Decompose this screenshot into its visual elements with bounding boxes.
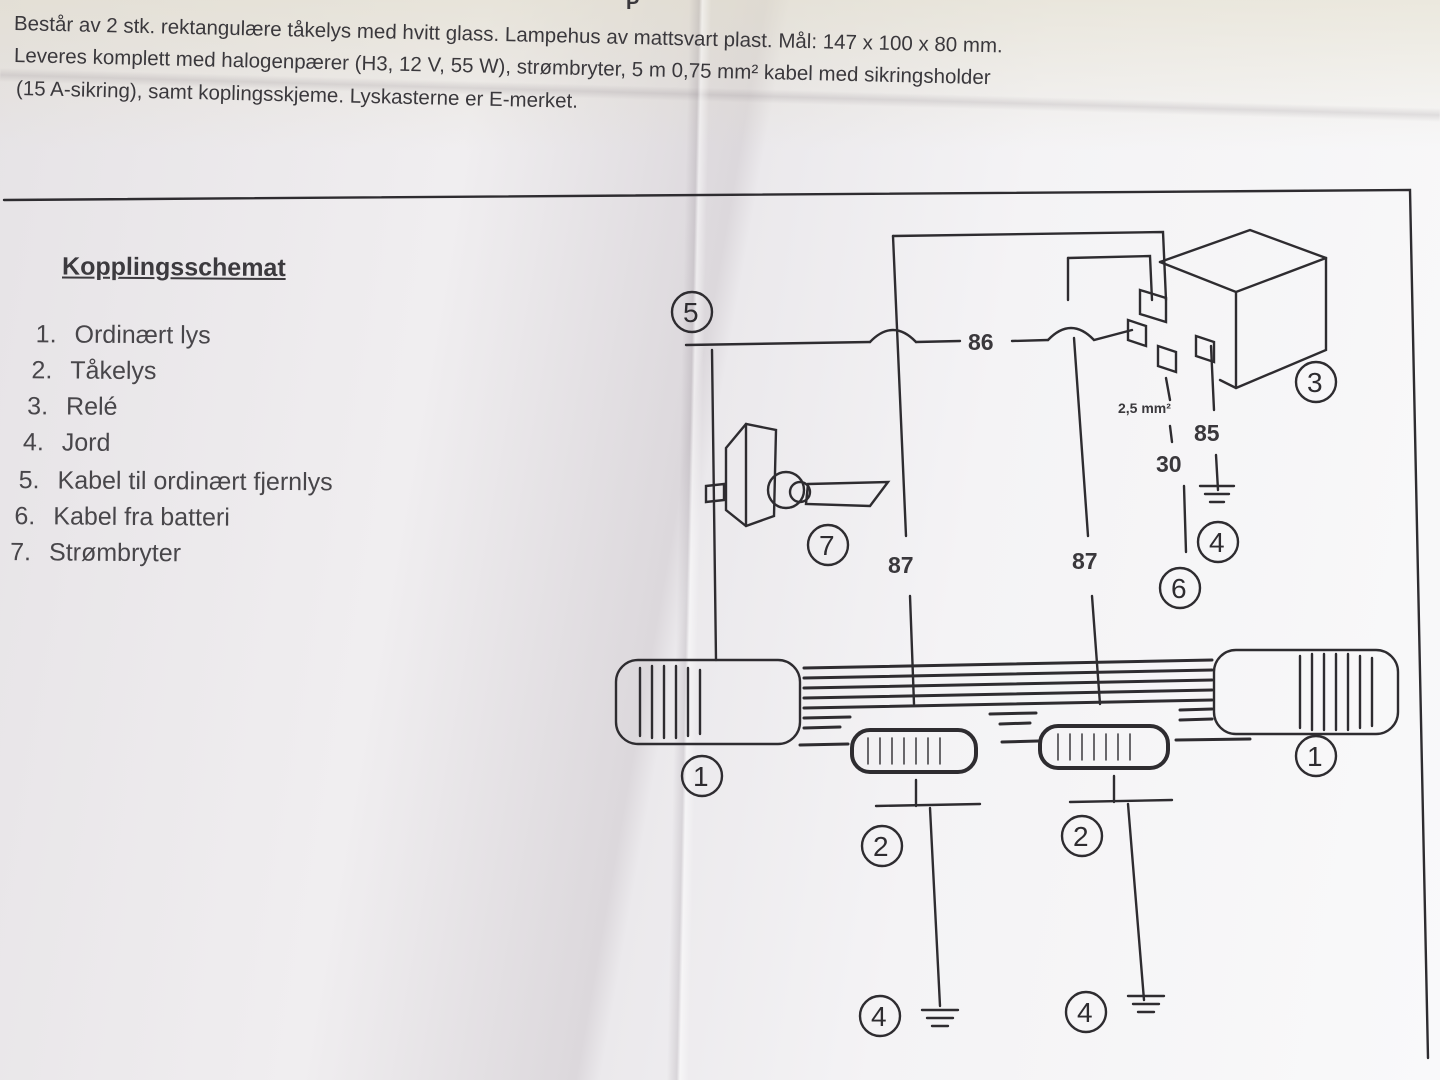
grille-lines xyxy=(798,658,1252,747)
wire-87-right-lower xyxy=(1090,594,1102,706)
callout-7: 7 xyxy=(819,530,835,561)
bracket-left xyxy=(874,802,982,808)
foglight-right-lens xyxy=(1057,733,1131,761)
callout-circle-4-right xyxy=(1064,990,1108,1034)
callout-2-right: 2 xyxy=(1073,821,1089,852)
ground-symbol-right xyxy=(1126,994,1166,1014)
ground-wire-right xyxy=(1112,774,1146,1002)
wire-30-upper xyxy=(1164,376,1174,444)
callout-5: 5 xyxy=(683,297,699,328)
callout-circle-1-right xyxy=(1294,734,1338,778)
diagram-frame xyxy=(2,188,1430,1060)
foglight-left xyxy=(850,728,978,774)
wire-30-battery xyxy=(1182,484,1188,554)
paper-yellowed-band xyxy=(0,0,1440,150)
wire-87-left-lower xyxy=(908,594,916,706)
callout-2-left: 2 xyxy=(873,831,889,862)
callout-circle-1-left xyxy=(680,754,724,798)
callout-1-left: 1 xyxy=(693,761,709,792)
relay-pin-86 xyxy=(1126,318,1148,348)
wire-86-mid xyxy=(1010,338,1050,343)
headlight-right xyxy=(1212,648,1400,736)
wire-86-left xyxy=(914,339,962,344)
wire-crossover xyxy=(868,328,918,344)
terminal-86: 86 xyxy=(968,329,994,355)
callout-circle-3 xyxy=(1294,360,1338,404)
callout-circle-7 xyxy=(806,523,850,567)
callout-circle-4-left xyxy=(858,994,902,1038)
switch-collar xyxy=(788,480,812,504)
relay-edges xyxy=(1158,256,1328,390)
switch-body xyxy=(724,422,778,528)
terminal-87-right: 87 xyxy=(1072,548,1098,574)
terminal-30: 30 xyxy=(1156,451,1182,477)
foglight-right xyxy=(1038,724,1170,770)
wire-87-left-upper xyxy=(891,234,908,538)
relay-pin-30 xyxy=(1156,344,1178,374)
foglight-left-lens xyxy=(867,737,941,765)
callout-6: 6 xyxy=(1171,573,1187,604)
callout-circle-5 xyxy=(670,290,714,334)
callout-circle-2-left xyxy=(860,824,904,868)
wire-switch-vertical xyxy=(710,348,718,662)
bracket-right xyxy=(1068,798,1174,804)
relay-body xyxy=(1158,228,1328,390)
callout-3: 3 xyxy=(1307,367,1323,398)
ground-symbol-left xyxy=(920,1008,960,1028)
callout-circle-4-relay xyxy=(1196,520,1240,564)
callout-4-right: 4 xyxy=(1077,997,1093,1028)
callout-circle-2-right xyxy=(1060,814,1104,858)
callout-4-left: 4 xyxy=(871,1001,887,1032)
switch-nut xyxy=(766,470,806,510)
terminal-85: 85 xyxy=(1194,420,1220,446)
wire-85 xyxy=(1209,344,1216,412)
wire-86-right xyxy=(1046,326,1134,342)
corner-letter: P xyxy=(626,0,640,14)
wire-fjernlys xyxy=(684,340,872,347)
product-description: Består av 2 stk. rektangulære tåkelys me… xyxy=(0,0,1440,150)
ground-symbol-relay xyxy=(1198,484,1236,504)
callout-circle-6 xyxy=(1158,566,1202,610)
wire-87-right-loop xyxy=(1066,254,1154,302)
headlight-right-lens xyxy=(1298,652,1374,732)
wire-87-right-upper xyxy=(1072,336,1090,538)
ground-wire-left xyxy=(914,778,942,1008)
wire-size-label: 2,5 mm² xyxy=(1118,400,1171,416)
relay-pin-top xyxy=(1138,288,1168,324)
relay-pin-85 xyxy=(1194,334,1216,364)
headlight-left-lens xyxy=(638,664,702,740)
switch-terminal xyxy=(704,482,726,504)
callout-4-relay: 4 xyxy=(1209,527,1225,558)
wire-87-top-loop xyxy=(891,230,1168,302)
wire-85-ground xyxy=(1214,453,1220,492)
terminal-87-left: 87 xyxy=(888,552,914,578)
headlight-left xyxy=(614,658,802,746)
callout-1-right: 1 xyxy=(1307,741,1323,772)
switch-lever xyxy=(804,480,891,508)
